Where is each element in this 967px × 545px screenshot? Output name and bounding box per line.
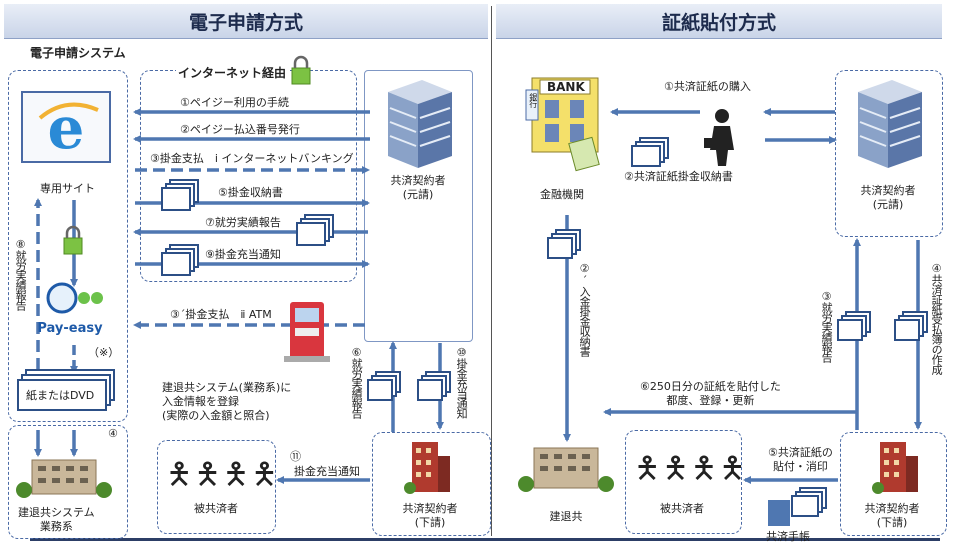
- system-label: 電子申請システム: [30, 46, 126, 60]
- r5-label: ⑤共済証紙の貼付・消印: [768, 446, 833, 473]
- lock-icon: [63, 225, 83, 255]
- people-group-left: 🯅🯅🯅🯅: [166, 457, 280, 492]
- left-prime-label: 共済契約者(元請): [390, 174, 446, 201]
- r4v-label: ④共済証紙受払簿の作成: [930, 262, 944, 374]
- kentai-note: 建退共システム(業務系)に入金情報を登録(実際の入金額と照合): [162, 381, 292, 422]
- payeasy-logo: Pay-easy: [37, 282, 103, 336]
- server-building-right: [852, 78, 924, 170]
- internet-explorer-icon: e: [21, 91, 111, 163]
- doc-r2: [631, 137, 669, 167]
- doc-r4v: [894, 311, 928, 341]
- building-icon: [516, 444, 616, 492]
- right-members-label: 被共済者: [660, 502, 704, 515]
- step8-label: ⑧就労実績報告: [14, 238, 28, 310]
- person-icon: [704, 109, 734, 166]
- doc-step6: [367, 371, 401, 401]
- payeasy-note: （※）: [88, 346, 120, 359]
- step7-label: ⑦就労実績報告: [205, 216, 281, 229]
- step1-label: ①ペイジー利用の手続: [180, 96, 289, 109]
- building-icon: [14, 456, 114, 498]
- kentai-system-label: 建退共システム業務系: [18, 506, 95, 533]
- right-prime-label: 共済契約者(元請): [860, 184, 916, 211]
- step11-label: 掛金充当通知: [294, 465, 360, 478]
- paper-dvd-label: 紙またはDVD: [26, 389, 95, 402]
- r3v-label: ③就労実績報告: [820, 290, 834, 362]
- members-box-left: [157, 440, 276, 534]
- doc-step7: [296, 214, 334, 246]
- step2-label: ②ペイジー払込番号発行: [180, 123, 300, 136]
- step4-label: ④: [108, 427, 118, 440]
- building-icon: [404, 438, 454, 496]
- right-header: 証紙貼付方式: [496, 4, 942, 39]
- building-icon: [872, 438, 922, 496]
- sub-box-left: [372, 432, 491, 536]
- techo-book: [768, 500, 790, 526]
- left-sub-label: 共済契約者(下請): [402, 502, 458, 529]
- atm-icon: [284, 302, 330, 362]
- doc-r3v: [837, 311, 871, 341]
- step6-label: ⑥就労実績報告: [350, 346, 364, 418]
- kentai-system-box: [8, 425, 128, 539]
- doc-step5: [161, 179, 199, 211]
- left-members-label: 被共済者: [194, 502, 238, 515]
- step9-label: ⑨掛金充当通知: [205, 248, 281, 261]
- center-divider: [491, 6, 492, 536]
- step10-label: ⑩掛金充当通知: [455, 346, 469, 418]
- server-building-left: [382, 78, 454, 170]
- system-box: [8, 70, 128, 422]
- sub-box-right: [840, 432, 947, 536]
- doc-r2v: [547, 229, 581, 259]
- members-box-right: [625, 430, 742, 534]
- r6-label: ⑥250日分の証紙を貼付した都度、登録・更新: [640, 380, 781, 407]
- right-sub-label: 共済契約者(下請): [864, 502, 920, 529]
- step3-label: ③掛金支払 ⅰ インターネットバンキング: [150, 152, 354, 165]
- doc-paper-dvd: [17, 369, 115, 411]
- step11-num: ⑪: [290, 450, 301, 463]
- r1-label: ①共済証紙の購入: [664, 80, 751, 93]
- people-group-right: 🯅🯅🯅🯅: [634, 451, 748, 486]
- bottom-rule: [30, 538, 940, 541]
- left-title: 電子申請方式: [188, 11, 303, 34]
- svg-text:Pay-easy: Pay-easy: [37, 321, 103, 336]
- bank-label: 金融機関: [540, 188, 584, 201]
- doc-step10: [417, 371, 451, 401]
- lock-icon: [291, 55, 311, 85]
- bank-icon: [525, 77, 600, 172]
- site-label: 専用サイト: [40, 182, 95, 195]
- internet-label: インターネット経由: [176, 66, 289, 81]
- doc-step9: [161, 244, 199, 276]
- bank-sign: BANK: [547, 80, 585, 94]
- left-header: 電子申請方式: [4, 4, 488, 39]
- r2v-label: ②´入金掛金収納書: [578, 262, 592, 356]
- right-title: 証紙貼付方式: [661, 11, 776, 34]
- bank-side-sign: 銀行: [528, 93, 538, 107]
- step3b-label: ③´掛金支払 ⅱ ATM: [170, 308, 272, 321]
- right-kentai-label: 建退共: [549, 510, 583, 523]
- prime-box-right: [835, 70, 943, 237]
- doc-techo: [791, 487, 827, 517]
- step5-label: ⑤掛金収納書: [218, 186, 283, 199]
- r2-label: ②共済証紙掛金収納書: [624, 170, 733, 183]
- techo-label: 共済手帳: [766, 530, 810, 543]
